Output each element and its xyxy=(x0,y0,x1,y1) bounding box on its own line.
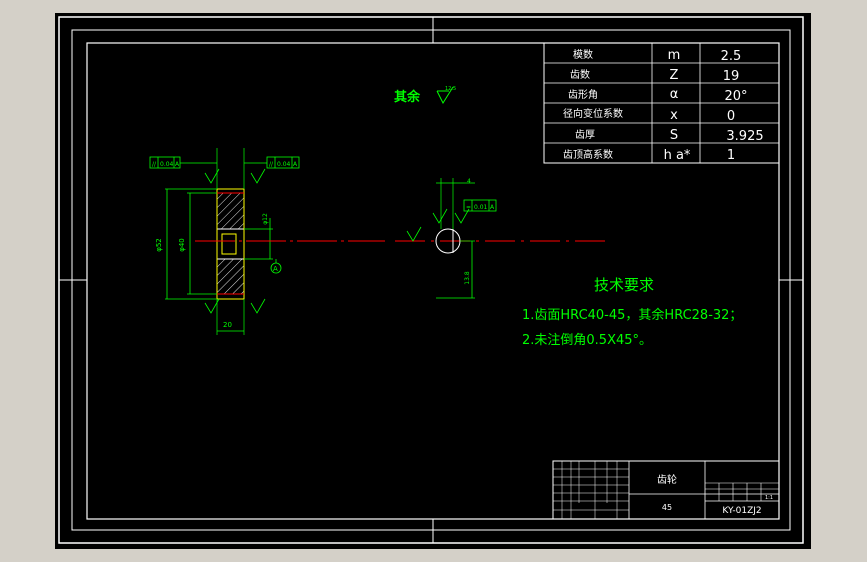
tech-requirement-1: 1.齿面HRC40-45，其余HRC28-32； xyxy=(522,307,742,323)
svg-text://: // xyxy=(152,161,157,168)
datum-label: A xyxy=(273,265,278,273)
svg-text://: // xyxy=(269,161,274,168)
keyway-detail-view: 4 = 0.01 A 13.8 xyxy=(406,178,497,299)
material: 45 xyxy=(662,503,672,512)
part-name: 齿轮 xyxy=(657,473,677,486)
svg-text:A: A xyxy=(175,161,180,168)
drawing-canvas[interactable]: 模数 m 2.5 齿数 Z 19 齿形角 α 20° 径向变位系数 x 0 齿厚… xyxy=(55,13,811,549)
param-name-thickness: 齿厚 xyxy=(575,129,595,141)
title-block: 齿轮 45 KY-01ZJ2 1:1 xyxy=(552,460,780,520)
dim-face-width: 20 xyxy=(223,321,232,329)
param-symbol-pressure-angle: α xyxy=(670,87,679,102)
param-symbol-module: m xyxy=(668,48,681,63)
tech-requirements: 技术要求 1.齿面HRC40-45，其余HRC28-32； 2.未注倒角0.5X… xyxy=(522,276,742,348)
surface-note-label: 其余 xyxy=(394,89,421,105)
param-symbol-teeth: Z xyxy=(670,68,679,83)
drawing-number: KY-01ZJ2 xyxy=(722,506,761,516)
svg-text:0.04: 0.04 xyxy=(160,161,174,168)
fcf-right xyxy=(266,156,300,169)
tech-requirements-title: 技术要求 xyxy=(594,276,654,294)
roughness-symbol-icon xyxy=(436,86,454,105)
fcf-left xyxy=(149,156,181,169)
gear-section-view: φ52 φ40 φ12 20 // 0.04 A // 0.04 A xyxy=(149,148,300,335)
param-name-addendum: 齿顶高系数 xyxy=(563,148,613,161)
svg-text:0.04: 0.04 xyxy=(277,161,291,168)
svg-text:0.01: 0.01 xyxy=(474,204,488,211)
param-name-module: 模数 xyxy=(573,48,593,61)
param-value-pressure-angle: 20° xyxy=(724,89,747,104)
params-table: 模数 m 2.5 齿数 Z 19 齿形角 α 20° 径向变位系数 x 0 齿厚… xyxy=(543,42,780,164)
param-value-teeth: 19 xyxy=(723,69,740,84)
cad-drawing: 模数 m 2.5 齿数 Z 19 齿形角 α 20° 径向变位系数 x 0 齿厚… xyxy=(58,16,804,544)
param-name-shift: 径向变位系数 xyxy=(563,107,623,120)
surface-note-roughness: 12.5 xyxy=(445,86,456,92)
roughness-mark-icon xyxy=(250,168,266,184)
svg-text:A: A xyxy=(293,161,298,168)
svg-text:=: = xyxy=(466,204,471,211)
param-name-pressure-angle: 齿形角 xyxy=(568,89,598,101)
roughness-mark-icon xyxy=(204,168,220,184)
param-symbol-thickness: S xyxy=(670,128,678,143)
roughness-mark-icon xyxy=(250,298,266,314)
param-symbol-addendum: h a* xyxy=(664,148,691,163)
dim-key-width: 4 xyxy=(467,178,471,185)
tech-requirement-2: 2.未注倒角0.5X45°。 xyxy=(522,333,652,348)
dim-outer-diameter: φ52 xyxy=(155,238,163,252)
keyway-outline xyxy=(221,233,237,255)
roughness-mark-icon xyxy=(406,226,422,242)
param-value-shift: 0 xyxy=(727,109,735,124)
param-symbol-shift: x xyxy=(670,108,678,123)
surface-note: 其余 12.5 xyxy=(394,86,456,105)
param-value-addendum: 1 xyxy=(727,148,735,163)
section-hatch-lower xyxy=(216,258,245,295)
section-hatch-upper xyxy=(216,192,245,230)
roughness-mark-icon xyxy=(454,208,470,224)
param-name-teeth: 齿数 xyxy=(570,68,590,81)
dim-bore-diameter: φ12 xyxy=(262,213,269,225)
dim-root-diameter: φ40 xyxy=(178,238,186,252)
fcf-keyway xyxy=(463,199,497,212)
param-value-thickness: 3.925 xyxy=(726,129,763,144)
svg-text:A: A xyxy=(490,204,495,211)
param-value-module: 2.5 xyxy=(721,49,742,64)
outer-frame xyxy=(58,16,804,544)
middle-frame xyxy=(71,29,791,531)
gear-outline xyxy=(216,188,245,300)
roughness-mark-icon xyxy=(432,208,448,224)
roughness-mark-icon xyxy=(204,298,220,314)
dim-keyway-depth: 13.8 xyxy=(464,271,471,285)
scale: 1:1 xyxy=(765,495,773,501)
